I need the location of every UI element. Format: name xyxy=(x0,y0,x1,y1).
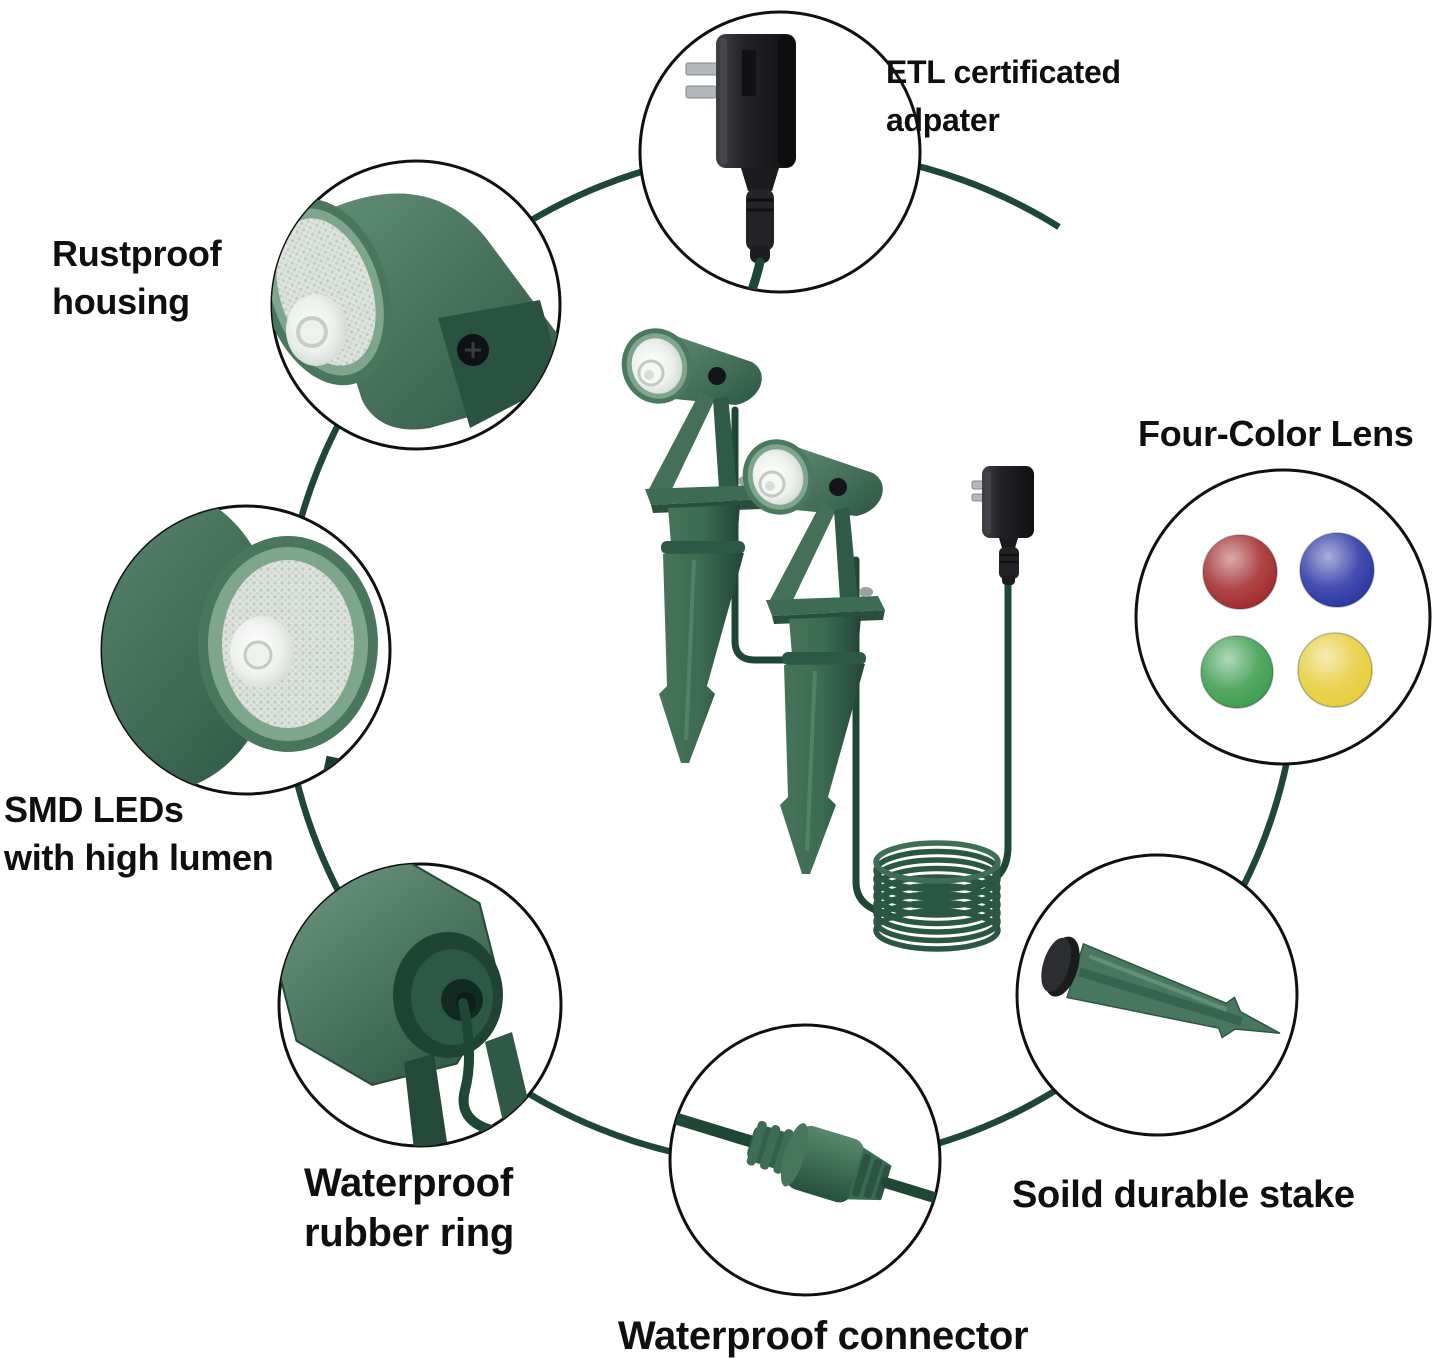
stake-illustration xyxy=(1041,936,1281,1039)
wire-adapter-to-coil xyxy=(968,579,1012,891)
spotlight-1 xyxy=(609,317,766,765)
rubber-ring-label: Waterproof rubber ring xyxy=(304,1161,515,1255)
callout-circle-adapter xyxy=(638,10,922,294)
four-color-lens-label: Four-Color Lens xyxy=(1138,413,1414,454)
rustproof-housing-illustration xyxy=(272,193,560,430)
callout-circle-four-color xyxy=(1134,468,1432,766)
rustproof-housing-label: Rustproof housing xyxy=(52,233,222,322)
power-adapter-small xyxy=(971,466,1034,585)
callout-circle-rubber-ring xyxy=(277,862,563,1148)
coiled-wire xyxy=(873,840,1001,952)
etl-adapter-illustration xyxy=(685,34,796,292)
etl-adapter-label: ETL certificated adpater xyxy=(886,54,1121,138)
callout-circle-rustproof xyxy=(270,159,562,451)
durable-stake-label: Soild durable stake xyxy=(1012,1174,1355,1216)
callout-circle-smd xyxy=(100,504,392,796)
spotlight-2 xyxy=(730,428,887,876)
callout-circle-stake xyxy=(1015,853,1299,1137)
smd-led-illustration xyxy=(102,506,378,794)
rubber-ring-illustration xyxy=(279,864,561,1146)
center-product-group xyxy=(609,317,1034,952)
waterproof-connector-label: Waterproof connector xyxy=(618,1314,1029,1358)
four-color-lens-illustration xyxy=(1200,532,1375,709)
callout-circle-connector xyxy=(668,1023,942,1297)
smd-leds-label: SMD LEDs with high lumen xyxy=(4,789,274,878)
waterproof-connector-illustration xyxy=(670,1110,940,1209)
